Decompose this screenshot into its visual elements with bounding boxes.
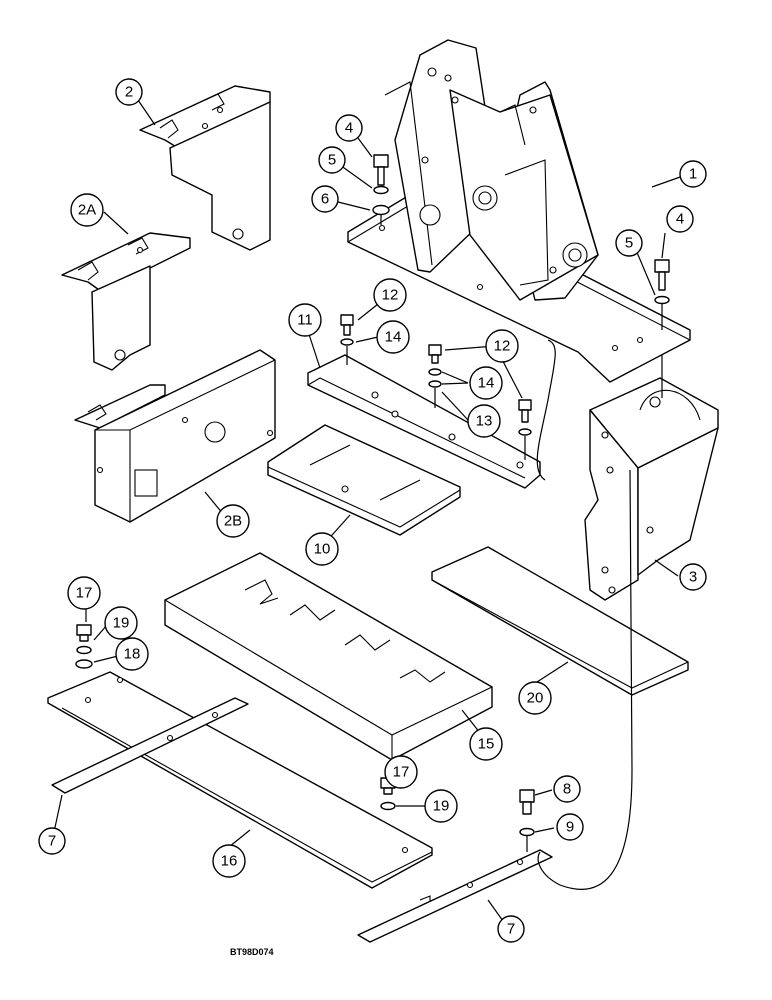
callout-16: 16 [212, 844, 246, 878]
svg-text:16: 16 [221, 853, 238, 870]
callout-6: 6 [311, 185, 339, 213]
part-channel-2b [74, 349, 276, 523]
svg-text:10: 10 [314, 541, 331, 558]
callout-14-left: 14 [376, 320, 410, 354]
svg-text:18: 18 [124, 646, 141, 663]
callout-19-upper: 19 [104, 606, 138, 640]
callout-1: 1 [679, 160, 707, 188]
svg-text:2: 2 [125, 84, 133, 101]
svg-text:13: 13 [476, 413, 493, 430]
svg-text:1: 1 [689, 166, 697, 183]
callout-4-right: 4 [666, 205, 694, 233]
callout-14-right: 14 [469, 366, 503, 400]
callout-19-lower: 19 [424, 789, 458, 823]
svg-text:14: 14 [385, 329, 402, 346]
svg-text:4: 4 [345, 120, 353, 137]
callouts: 1 2 2A 2B 3 4 4 5 5 6 7 7 8 9 10 11 12 1… [38, 78, 707, 943]
svg-text:4: 4 [676, 211, 684, 228]
callout-17-lower: 17 [384, 755, 418, 789]
svg-text:9: 9 [566, 819, 574, 836]
svg-text:5: 5 [625, 235, 633, 252]
part-main-frame [347, 39, 691, 383]
callout-12-right: 12 [485, 329, 519, 363]
figure-code: BT98D074 [230, 947, 274, 957]
svg-text:7: 7 [48, 833, 56, 850]
callout-7-right: 7 [497, 915, 525, 943]
washer-5-right [654, 295, 670, 305]
svg-text:2A: 2A [78, 202, 96, 219]
callout-8: 8 [553, 775, 581, 803]
svg-text:8: 8 [563, 781, 571, 798]
svg-text:6: 6 [321, 191, 329, 208]
svg-text:15: 15 [478, 736, 495, 753]
part-strip-16 [47, 671, 433, 889]
svg-text:11: 11 [297, 312, 313, 329]
callout-2: 2 [115, 78, 143, 106]
part-bracket-2a [61, 232, 191, 371]
svg-text:3: 3 [689, 569, 697, 586]
callout-2b: 2B [216, 504, 250, 538]
part-bar-7-left [51, 697, 249, 794]
part-plate-10 [267, 424, 461, 536]
callout-7-left: 7 [38, 827, 66, 855]
svg-text:17: 17 [76, 585, 93, 602]
callout-10: 10 [305, 532, 339, 566]
callout-11: 11 [288, 303, 322, 337]
callout-18: 18 [115, 637, 149, 671]
svg-text:19: 19 [113, 615, 130, 632]
callout-20: 20 [518, 681, 552, 715]
callout-9: 9 [556, 813, 584, 841]
part-bracket-2 [139, 85, 271, 251]
callout-4-left: 4 [335, 114, 363, 142]
svg-text:20: 20 [527, 690, 544, 707]
part-bar-7-right [357, 849, 553, 943]
nut-6 [372, 204, 390, 216]
fasteners [75, 154, 670, 852]
svg-text:17: 17 [393, 764, 410, 781]
part-rod-20 [431, 546, 689, 696]
svg-text:19: 19 [433, 798, 450, 815]
callout-15: 15 [469, 727, 503, 761]
cable-line [536, 339, 633, 890]
callout-2a: 2A [70, 193, 104, 227]
washer-5-left [373, 185, 389, 195]
part-bracket-3 [584, 377, 719, 601]
callout-3: 3 [679, 563, 707, 591]
svg-text:7: 7 [507, 921, 515, 938]
callout-17-upper: 17 [67, 576, 101, 610]
callout-12-upper: 12 [373, 278, 407, 312]
part-cover-15 [164, 552, 493, 761]
bolt-4-right [654, 259, 670, 291]
svg-text:5: 5 [328, 152, 336, 169]
svg-text:12: 12 [382, 287, 399, 304]
bolt-4-left [373, 154, 389, 186]
callout-5-left: 5 [318, 146, 346, 174]
callout-5-right: 5 [615, 229, 643, 257]
svg-text:12: 12 [494, 338, 511, 355]
svg-text:14: 14 [478, 375, 495, 392]
callout-13: 13 [467, 404, 501, 438]
svg-text:2B: 2B [224, 513, 242, 530]
